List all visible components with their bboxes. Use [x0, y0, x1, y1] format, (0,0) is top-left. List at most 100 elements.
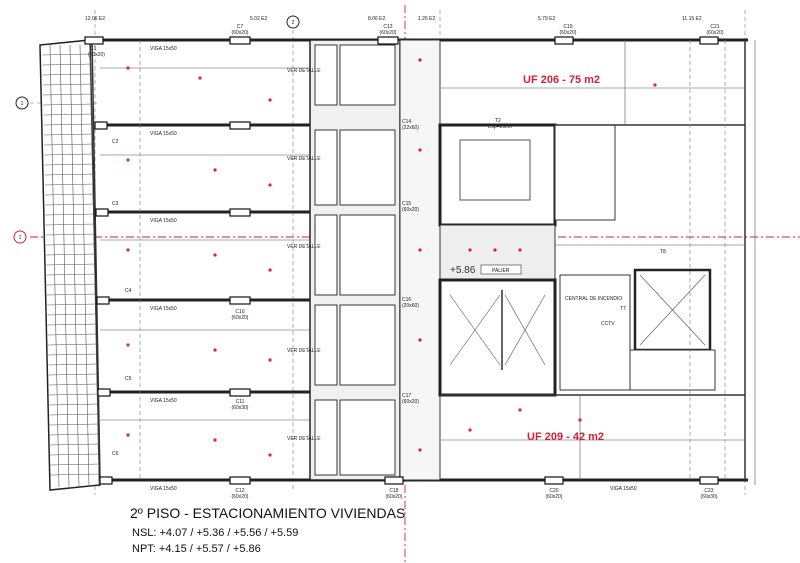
svg-text:(60x20): (60x20): [560, 30, 577, 36]
svg-text:(60x20): (60x20): [232, 315, 249, 321]
sprinkler-point: [268, 453, 272, 457]
sprinkler-point: [213, 348, 217, 352]
sprinkler-point: [418, 448, 422, 452]
sprinkler-point: [126, 248, 130, 252]
svg-text:2: 2: [292, 20, 295, 26]
sprinkler-point: [213, 253, 217, 257]
svg-text:VER DETALLE: VER DETALLE: [287, 68, 321, 74]
balcony-facade: [39, 39, 101, 491]
sprinkler-point: [653, 83, 657, 87]
svg-text:(60x20): (60x20): [707, 30, 724, 36]
sprinkler-point: [268, 98, 272, 102]
sprinkler-point: [268, 268, 272, 272]
svg-text:(60x30): (60x30): [701, 494, 718, 500]
sprinkler-point: [198, 76, 202, 80]
svg-text:C14: C14: [402, 119, 411, 125]
title-block: 2º PISO - ESTACIONAMIENTO VIVIENDAS NSL:…: [130, 505, 405, 555]
sprinkler-point: [126, 433, 130, 437]
svg-text:VER DETALLE: VER DETALLE: [287, 348, 321, 354]
column-labels: C1(60x20) C7(60x20) C13(60x20) C19(60x20…: [88, 24, 724, 500]
svg-text:C11: C11: [236, 399, 245, 405]
svg-text:C6: C6: [112, 451, 119, 457]
svg-text:(60x20): (60x20): [546, 494, 563, 500]
svg-text:C12: C12: [235, 488, 244, 494]
svg-text:VIGA 15x50: VIGA 15x50: [150, 131, 177, 137]
balcony-tile-line: [89, 44, 100, 488]
svg-text:VER DETALLE: VER DETALLE: [287, 156, 321, 162]
sprinkler-point: [418, 248, 422, 252]
sprinkler-point: [493, 248, 497, 252]
svg-text:C2: C2: [112, 139, 119, 145]
svg-text:C4: C4: [125, 288, 132, 294]
nsl-levels: NSL: +4.07 / +5.36 / +5.56 / +5.59: [132, 527, 298, 539]
unit-label-206: UF 206 - 75 m2: [523, 74, 600, 86]
svg-text:CENTRAL DE INCENDIO: CENTRAL DE INCENDIO: [565, 296, 622, 302]
balcony-tile-line: [42, 83, 93, 86]
svg-text:(60x20): (60x20): [232, 494, 249, 500]
svg-text:(60x20): (60x20): [232, 30, 249, 36]
sprinkler-point: [268, 183, 272, 187]
unit-walls: [97, 40, 310, 480]
sprinkler-point: [468, 248, 472, 252]
svg-text:12.06 E2: 12.06 E2: [85, 16, 105, 22]
svg-text:8.06 E2: 8.06 E2: [368, 16, 385, 22]
balcony-tile-line: [42, 63, 93, 66]
svg-text:C19: C19: [563, 24, 572, 30]
balcony-tile-line: [69, 44, 80, 488]
svg-text:PALIER: PALIER: [492, 268, 510, 274]
svg-text:VIGA 15x50: VIGA 15x50: [150, 306, 177, 312]
structural-columns: [84, 36, 719, 485]
sprinkler-point: [418, 58, 422, 62]
npt-levels: NPT: +4.15 / +5.57 / +5.86: [132, 543, 261, 555]
svg-text:C10: C10: [235, 309, 244, 315]
svg-text:VIGA 15x50: VIGA 15x50: [610, 486, 637, 492]
axis-markers: 1 2 1: [13, 15, 300, 244]
svg-text:1: 1: [21, 101, 24, 107]
svg-text:(20x60): (20x60): [402, 303, 419, 309]
unit-label-209: UF 209 - 42 m2: [527, 431, 604, 443]
sprinkler-point: [418, 338, 422, 342]
sprinkler-point: [126, 343, 130, 347]
sprinkler-point: [468, 428, 472, 432]
svg-text:5.02 E2: 5.02 E2: [250, 16, 267, 22]
svg-text:VIGA 15x50: VIGA 15x50: [150, 486, 177, 492]
svg-text:VIGA 15x50: VIGA 15x50: [150, 46, 177, 52]
sprinkler-point: [518, 248, 522, 252]
top-dimensions: 12.06 E2 5.02 E2 8.06 E2 1.26 E2 5.79 E2…: [85, 16, 702, 22]
svg-text:C17: C17: [402, 393, 411, 399]
balcony-tile-line: [79, 44, 90, 488]
svg-text:(60x30): (60x30): [232, 405, 249, 411]
balcony-tile-line: [42, 93, 93, 96]
svg-text:(60x20): (60x20): [88, 52, 105, 58]
sprinkler-point: [268, 358, 272, 362]
room-labels: UF 206 - 75 m2 UF 209 - 42 m2 +5.86 PALI…: [150, 46, 666, 492]
stair-elevator-core: [399, 39, 557, 481]
svg-text:(60x20): (60x20): [402, 207, 419, 213]
svg-text:1: 1: [19, 235, 22, 241]
svg-text:C21: C21: [710, 24, 719, 30]
svg-text:T8: T8: [660, 249, 666, 255]
sprinkler-point: [418, 148, 422, 152]
svg-text:C18: C18: [389, 488, 398, 494]
bathroom-cores: [309, 39, 401, 481]
svg-text:VER DETALLE: VER DETALLE: [287, 436, 321, 442]
svg-text:Esp=20cm: Esp=20cm: [488, 124, 512, 130]
sprinkler-point: [213, 168, 217, 172]
service-rooms: [440, 40, 745, 480]
svg-text:C16: C16: [402, 297, 411, 303]
sprinkler-point: [518, 408, 522, 412]
balcony-tile-line: [42, 73, 93, 76]
level-mark: +5.86: [450, 265, 476, 276]
svg-text:VIGA 15x50: VIGA 15x50: [150, 398, 177, 404]
svg-text:(60x20): (60x20): [380, 30, 397, 36]
balcony-tile-line: [59, 44, 70, 488]
svg-text:C1: C1: [90, 46, 97, 52]
sprinkler-points: [126, 58, 657, 457]
svg-text:C23: C23: [704, 488, 713, 494]
svg-text:CCTV: CCTV: [601, 321, 615, 327]
svg-text:C3: C3: [112, 201, 119, 207]
svg-text:VER DETALLE: VER DETALLE: [287, 244, 321, 250]
svg-text:(60x20): (60x20): [402, 399, 419, 405]
balcony-tile-line: [49, 44, 60, 488]
